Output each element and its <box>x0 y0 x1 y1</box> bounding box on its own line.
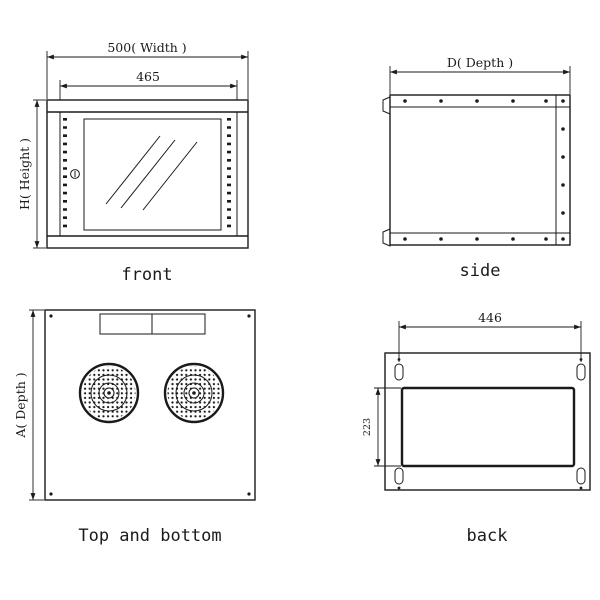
top-depth-dimension-label: A( Depth ) <box>13 372 28 438</box>
top-bottom-view-label: Top and bottom <box>78 526 221 546</box>
front-view-label: front <box>121 265 172 285</box>
front-height-dimension: H( Height ) <box>17 99 46 249</box>
fan-right <box>163 362 225 424</box>
back-width-dimension: 446 <box>398 310 582 362</box>
back-opening-height-dimension: 223 <box>362 387 401 467</box>
fan-left <box>78 362 140 424</box>
side-panel-outline <box>389 94 571 246</box>
back-width-dimension-label: 446 <box>478 310 502 325</box>
back-opening <box>400 386 576 468</box>
side-view: D( Depth ) side <box>382 55 571 281</box>
front-width-dimension-label: 500( Width ) <box>107 40 186 55</box>
top-panel-outline <box>44 309 256 501</box>
glass-reflection-lines <box>105 135 198 211</box>
door-lock-icon <box>70 169 80 179</box>
cable-entry-slot <box>99 313 206 335</box>
back-panel-outline <box>384 352 591 491</box>
side-screw-dots <box>403 99 565 241</box>
back-view: 446 223 back <box>362 310 591 546</box>
front-inner-width-dimension: 465 <box>59 69 238 100</box>
back-opening-height-dimension-label: 223 <box>362 418 373 436</box>
glass-panel <box>83 118 222 231</box>
front-inner-width-dimension-label: 465 <box>136 69 160 84</box>
front-height-dimension-label: H( Height ) <box>17 138 32 210</box>
side-depth-dimension: D( Depth ) <box>389 55 571 94</box>
back-view-label: back <box>467 526 508 546</box>
front-view: 500( Width ) 465 H( Height ) <box>17 40 249 285</box>
mounting-slots <box>394 358 586 490</box>
corner-screw-dots <box>49 314 251 496</box>
wall-bracket-tabs <box>382 96 391 247</box>
top-depth-dimension: A( Depth ) <box>13 309 44 501</box>
side-depth-dimension-label: D( Depth ) <box>447 55 513 70</box>
side-view-label: side <box>460 261 501 281</box>
top-bottom-view: A( Depth ) Top and b <box>13 309 256 546</box>
front-cabinet-outline <box>46 99 249 249</box>
front-width-dimension: 500( Width ) <box>46 40 249 99</box>
